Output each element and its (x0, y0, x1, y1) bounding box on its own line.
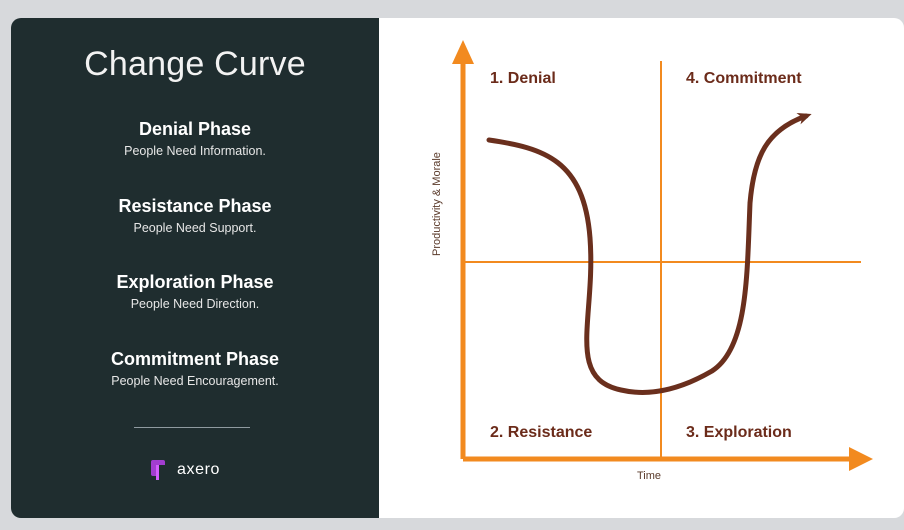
change-curve-diagram: 1. Denial 4. Commitment 2. Resistance 3.… (379, 18, 904, 518)
denial-phase-block: Denial Phase People Need Information. (11, 119, 379, 159)
brand-name: axero (177, 461, 221, 478)
denial-phase-title: Denial Phase (138, 119, 252, 139)
resistance-phase-description: People Need Support. (133, 220, 257, 235)
axero-logo-icon (149, 460, 169, 480)
change-curve-sidebar: Change Curve Denial Phase People Need In… (11, 18, 379, 518)
page-title: Change Curve (84, 45, 306, 83)
y-axis-label: Productivity & Morale (431, 152, 443, 256)
quadrant-label-commitment: 4. Commitment (686, 70, 802, 87)
denial-phase-description: People Need Information. (124, 143, 266, 158)
exploration-phase-block: Exploration Phase People Need Direction. (11, 272, 379, 312)
quadrant-label-resistance: 2. Resistance (490, 424, 593, 441)
section-divider (134, 427, 250, 428)
y-axis-arrowhead (452, 40, 474, 64)
commitment-phase-block: Commitment Phase People Need Encourageme… (11, 349, 379, 389)
x-axis-arrowhead (849, 447, 873, 471)
quadrant-label-exploration: 3. Exploration (686, 424, 792, 441)
exploration-phase-description: People Need Direction. (130, 296, 260, 311)
commitment-phase-description: People Need Encouragement. (111, 373, 279, 388)
resistance-phase-block: Resistance Phase People Need Support. (11, 196, 379, 236)
resistance-phase-title: Resistance Phase (118, 196, 272, 216)
quadrant-label-denial: 1. Denial (490, 70, 556, 87)
change-curve-line (486, 113, 812, 395)
x-axis-label: Time (637, 470, 662, 482)
slide-card: Change Curve Denial Phase People Need In… (11, 18, 904, 518)
change-curve-svg (452, 40, 873, 471)
brand-logo: axero (149, 460, 220, 480)
exploration-phase-title: Exploration Phase (116, 272, 274, 292)
commitment-phase-title: Commitment Phase (110, 349, 280, 369)
